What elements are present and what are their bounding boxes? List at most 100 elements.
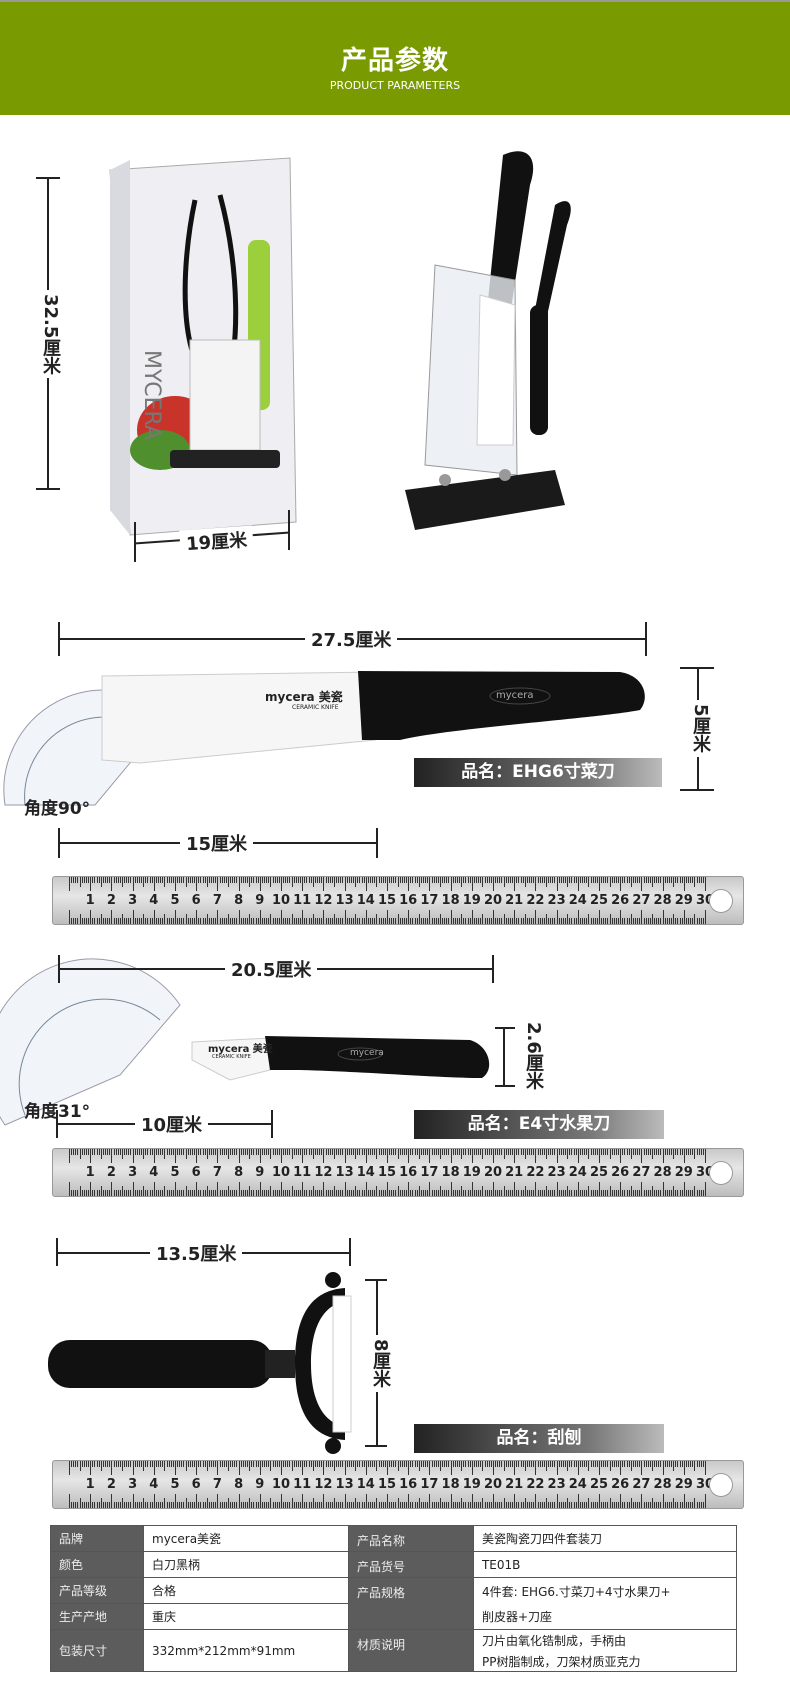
ruler-tick [206, 1461, 208, 1471]
ruler-tick [403, 1190, 405, 1196]
ruler-tick [594, 1461, 596, 1467]
ruler-tick [401, 1149, 403, 1155]
ruler-tick [668, 1502, 670, 1508]
ruler-tick [395, 877, 397, 883]
ruler-tick [274, 1149, 276, 1155]
ruler-tick [113, 877, 115, 883]
ruler-tick [503, 914, 505, 924]
ruler-tick [652, 914, 653, 924]
ruler-tick [334, 914, 335, 924]
ruler-tick [389, 1190, 391, 1196]
ruler-tick [367, 1190, 369, 1196]
ruler-tick [459, 1190, 461, 1196]
ruler-tick [518, 1190, 520, 1196]
ruler-number: 4 [149, 1165, 159, 1180]
ruler-tick [145, 1190, 147, 1196]
ruler-tick [228, 914, 229, 924]
ruler-tick [416, 918, 418, 924]
ruler-tick [295, 877, 297, 883]
ruler-tick [77, 918, 79, 924]
ruler-tick [350, 1502, 352, 1508]
ruler-tick [249, 1461, 251, 1471]
ruler-tick [562, 1190, 564, 1196]
ruler-tick [225, 1502, 227, 1508]
cleaver-name-label: 品名：EHG6寸菜刀 [414, 758, 662, 787]
ruler-tick [671, 1190, 673, 1196]
ruler-tick [647, 1149, 649, 1155]
ruler-tick [442, 1190, 444, 1196]
ruler-tick [454, 1502, 456, 1508]
ruler-tick [177, 918, 179, 924]
ruler-tick [365, 877, 367, 891]
ruler-tick [69, 877, 70, 891]
ruler-tick [247, 1190, 249, 1196]
ruler-tick [259, 910, 261, 924]
ruler-tick [406, 1461, 408, 1467]
ruler-tick [191, 1149, 193, 1155]
ruler-tick [516, 1190, 518, 1196]
ruler-tick [412, 1502, 414, 1508]
ruler-tick [641, 1494, 643, 1508]
ruler-tick [420, 918, 422, 924]
ruler-tick [423, 1149, 425, 1155]
ruler-tick [632, 1190, 634, 1196]
ruler-tick [346, 1502, 348, 1508]
ruler-number: 26 [611, 893, 630, 908]
ruler-tick [526, 1461, 528, 1467]
ruler-tick [168, 1461, 170, 1467]
ruler-tick [380, 1190, 382, 1196]
ruler-tick [334, 1461, 335, 1471]
ruler-tick [357, 877, 359, 883]
ruler-tick [461, 1461, 463, 1471]
ruler-tick [172, 918, 174, 924]
ruler-tick [71, 1190, 73, 1196]
ruler-tick [272, 918, 274, 924]
ruler-tick [361, 1502, 363, 1508]
ruler-tick [543, 918, 545, 924]
ruler-tick [399, 877, 401, 883]
ruler-tick [497, 1190, 499, 1196]
ruler-tick [134, 1461, 136, 1467]
ruler-tick [119, 1149, 121, 1155]
ruler-tick [223, 1502, 225, 1508]
ruler-tick [244, 918, 246, 924]
ruler-tick [463, 877, 465, 883]
ruler-tick [624, 1461, 626, 1467]
ruler-number: 3 [128, 1477, 138, 1492]
ruler-tick [302, 1149, 304, 1163]
ruler-tick [382, 1190, 384, 1196]
ruler-tick [261, 918, 263, 924]
ruler-tick [200, 1461, 202, 1467]
ruler-tick [122, 1186, 123, 1196]
ruler-tick [73, 1461, 75, 1467]
ruler-tick [96, 1149, 98, 1155]
ruler-tick [546, 914, 547, 924]
ruler-tick [151, 1149, 153, 1155]
ruler-tick [317, 1190, 319, 1196]
ruler-tick [628, 1502, 630, 1508]
ruler-tick [685, 918, 687, 924]
ruler-tick [679, 1149, 681, 1155]
ruler-tick [92, 1149, 94, 1155]
ruler-tick [569, 1502, 571, 1508]
ruler-tick [524, 1149, 526, 1159]
ruler-tick [306, 1502, 308, 1508]
ruler-tick [609, 914, 611, 924]
ruler-tick [503, 877, 505, 887]
dimension-cap [495, 1027, 515, 1029]
ruler-tick [575, 1149, 577, 1155]
ruler-tick [240, 1149, 242, 1155]
ruler-tick [344, 910, 346, 924]
ruler-tick [456, 918, 458, 924]
ruler-tick [584, 1502, 586, 1508]
ruler-tick [546, 877, 547, 887]
ruler-tick [297, 1461, 299, 1467]
ruler-tick [550, 1190, 552, 1196]
ruler-tick [88, 1461, 90, 1467]
ruler-tick [550, 918, 552, 924]
ruler-tick [183, 1190, 185, 1196]
ruler-tick [329, 1502, 331, 1508]
ruler-tick [554, 1461, 556, 1467]
ruler-tick [255, 1502, 257, 1508]
